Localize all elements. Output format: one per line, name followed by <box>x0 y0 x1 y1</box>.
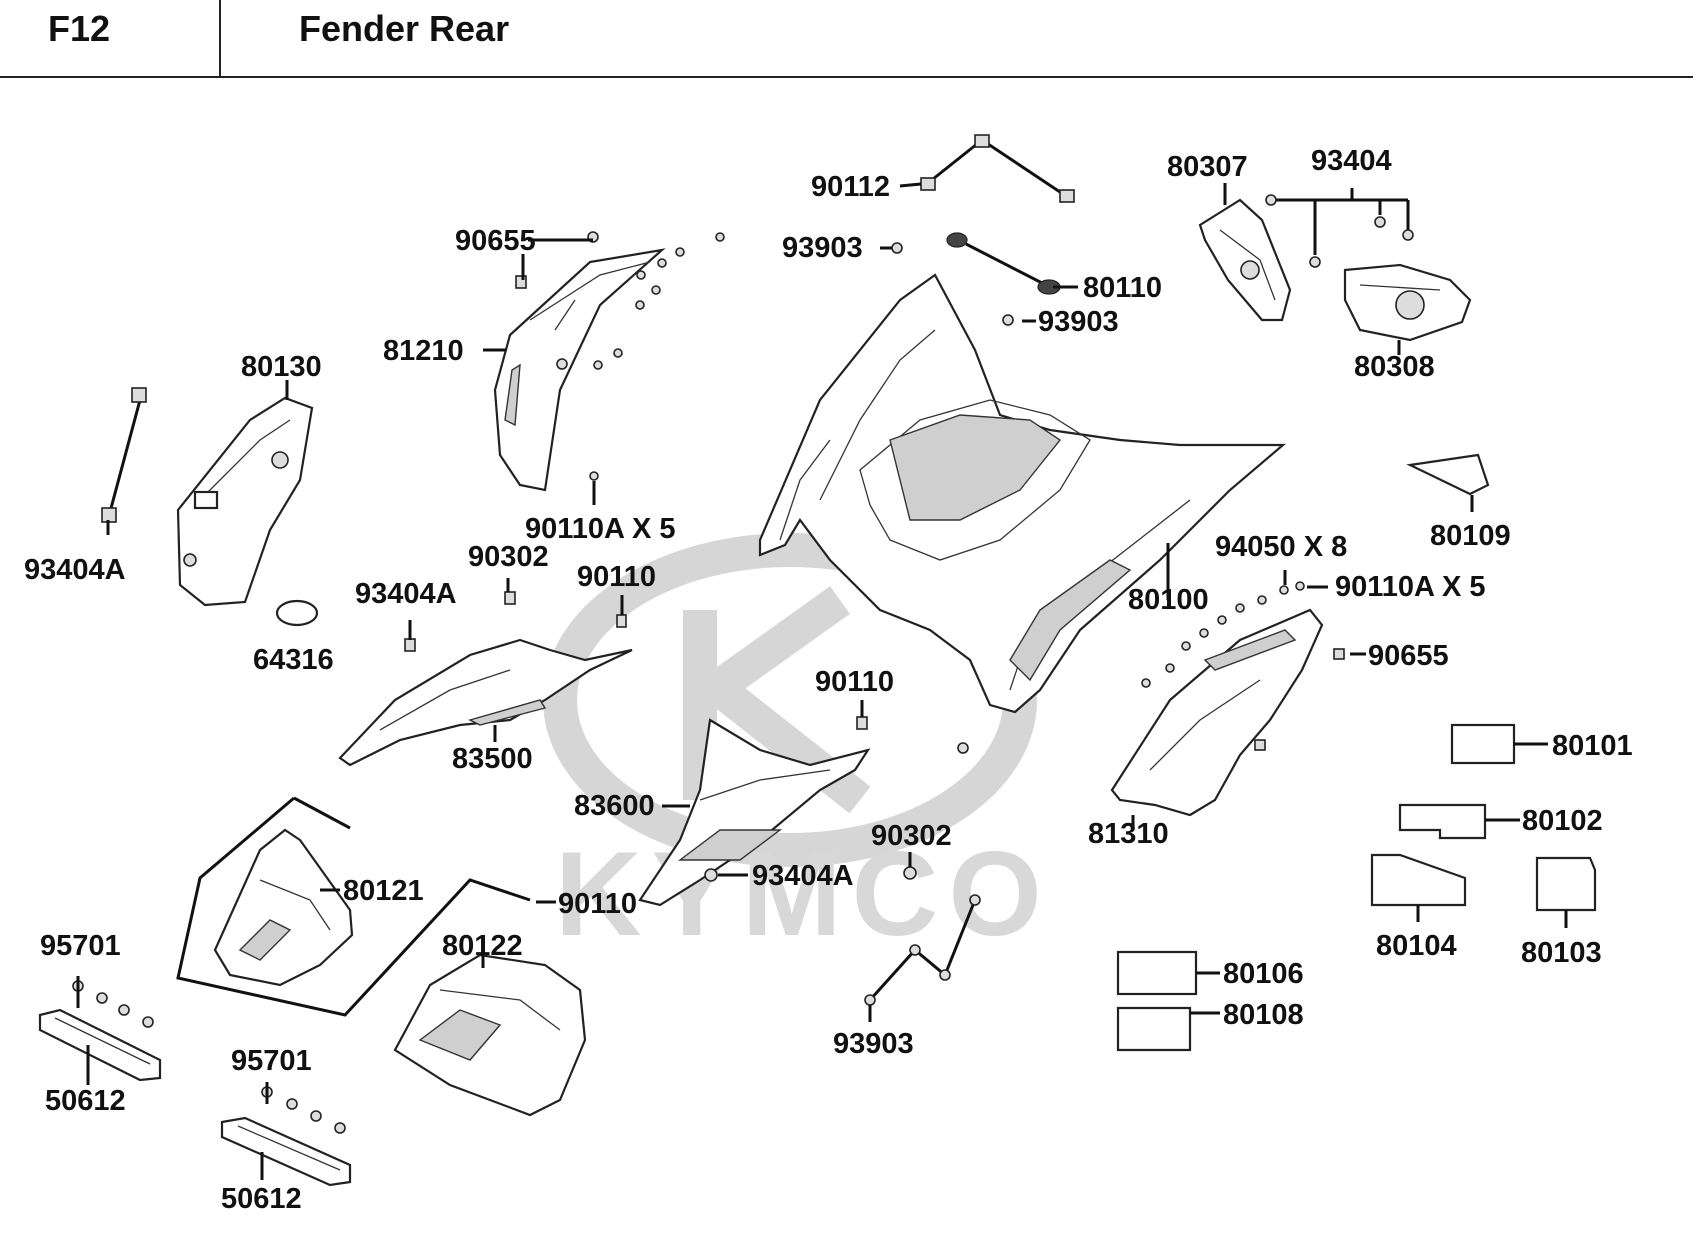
label-93903-bottom: 93903 <box>833 1028 914 1060</box>
part-93903-screws-bottom <box>864 894 981 1006</box>
part-80106-decal <box>1116 950 1198 996</box>
label-95701-right: 95701 <box>231 1045 312 1077</box>
label-80100: 80100 <box>1128 584 1209 616</box>
label-81310: 81310 <box>1088 818 1169 850</box>
part-50612-step-right <box>220 1116 352 1187</box>
part-93903-screw-mid <box>1002 314 1014 326</box>
label-64316: 64316 <box>253 644 334 676</box>
fastener-group-81210 <box>515 231 725 481</box>
label-81210: 81210 <box>383 335 464 367</box>
label-80121: 80121 <box>343 875 424 907</box>
label-93903-top: 93903 <box>782 232 863 264</box>
page-header: F12 Fender Rear <box>0 0 1693 78</box>
part-81210-fender <box>493 248 666 492</box>
part-90112-bolts <box>920 134 1075 203</box>
part-83500-fender <box>338 638 633 767</box>
fastener-group-81310 <box>1141 581 1345 751</box>
label-80101: 80101 <box>1552 730 1633 762</box>
label-90302-right: 90302 <box>871 820 952 852</box>
label-83500: 83500 <box>452 743 533 775</box>
label-80307: 80307 <box>1167 151 1248 183</box>
label-90110-mid: 90110 <box>815 666 894 698</box>
part-80110-damper <box>946 232 1061 295</box>
label-93404: 93404 <box>1311 145 1392 177</box>
label-90302-left: 90302 <box>468 541 549 573</box>
part-80104-decal <box>1370 853 1467 907</box>
label-93404A-mid: 93404A <box>355 578 457 610</box>
part-80122-footrest <box>393 953 587 1117</box>
part-80308-holder <box>1343 263 1472 342</box>
leader-lines <box>285 182 1568 1022</box>
label-80109: 80109 <box>1430 520 1511 552</box>
label-93404A-left: 93404A <box>24 554 126 586</box>
label-90112: 90112 <box>811 171 890 203</box>
part-93404-bolt-group <box>1265 188 1414 268</box>
part-80109-decal <box>1406 453 1490 496</box>
label-80103: 80103 <box>1521 937 1602 969</box>
label-50612-right: 50612 <box>221 1183 302 1215</box>
section-title: Fender Rear <box>299 8 510 49</box>
part-80108-decal <box>1116 1006 1192 1052</box>
label-90110A-x5-right: 90110A X 5 <box>1335 571 1486 603</box>
label-80104: 80104 <box>1376 930 1457 962</box>
part-95701-bolts-right <box>261 1082 346 1134</box>
parts-diagram: KYMCO <box>24 134 1633 1215</box>
part-81310-fender <box>1110 608 1324 817</box>
part-80100-main-fender <box>758 273 1286 714</box>
part-64316-cap <box>275 599 319 627</box>
label-93404A-right: 93404A <box>752 860 854 892</box>
label-80106: 80106 <box>1223 958 1304 990</box>
part-80130-bracket <box>176 396 314 607</box>
section-code: F12 <box>48 8 111 49</box>
part-80102-decal <box>1398 803 1487 840</box>
label-94050-x8: 94050 X 8 <box>1215 531 1347 563</box>
part-80101-decal <box>1450 723 1516 765</box>
label-90110-left: 90110 <box>577 561 656 593</box>
label-83600: 83600 <box>574 790 655 822</box>
part-93404A-fastener-83600 <box>704 868 718 882</box>
part-80307-holder <box>1198 198 1292 322</box>
part-80121-footrest <box>213 828 354 987</box>
frame-lines-80121 <box>176 796 531 1017</box>
label-90655-right: 90655 <box>1368 640 1449 672</box>
label-93903-mid: 93903 <box>1038 306 1119 338</box>
label-90110-bottom: 90110 <box>558 888 637 920</box>
fastener-center <box>957 742 969 754</box>
label-90655-left: 90655 <box>455 225 536 257</box>
header-divider <box>219 0 221 76</box>
part-93404A-bolt-pair <box>101 387 147 535</box>
part-80103-decal <box>1535 856 1597 912</box>
part-50612-step-left <box>38 1008 162 1085</box>
label-80102: 80102 <box>1522 805 1603 837</box>
part-90110-fastener-mid <box>856 716 868 730</box>
part-90302-fastener-83600 <box>903 866 917 880</box>
label-80108: 80108 <box>1223 999 1304 1031</box>
label-90110A-x5-left: 90110A X 5 <box>525 513 676 545</box>
label-80130: 80130 <box>241 351 322 383</box>
part-95701-bolts-left <box>72 976 154 1028</box>
part-83600-fender <box>638 718 871 907</box>
label-80110: 80110 <box>1083 272 1162 304</box>
label-80122: 80122 <box>442 930 523 962</box>
label-50612-left: 50612 <box>45 1085 126 1117</box>
label-80308: 80308 <box>1354 351 1435 383</box>
part-93903-screw-top <box>880 242 903 254</box>
label-95701-left: 95701 <box>40 930 121 962</box>
